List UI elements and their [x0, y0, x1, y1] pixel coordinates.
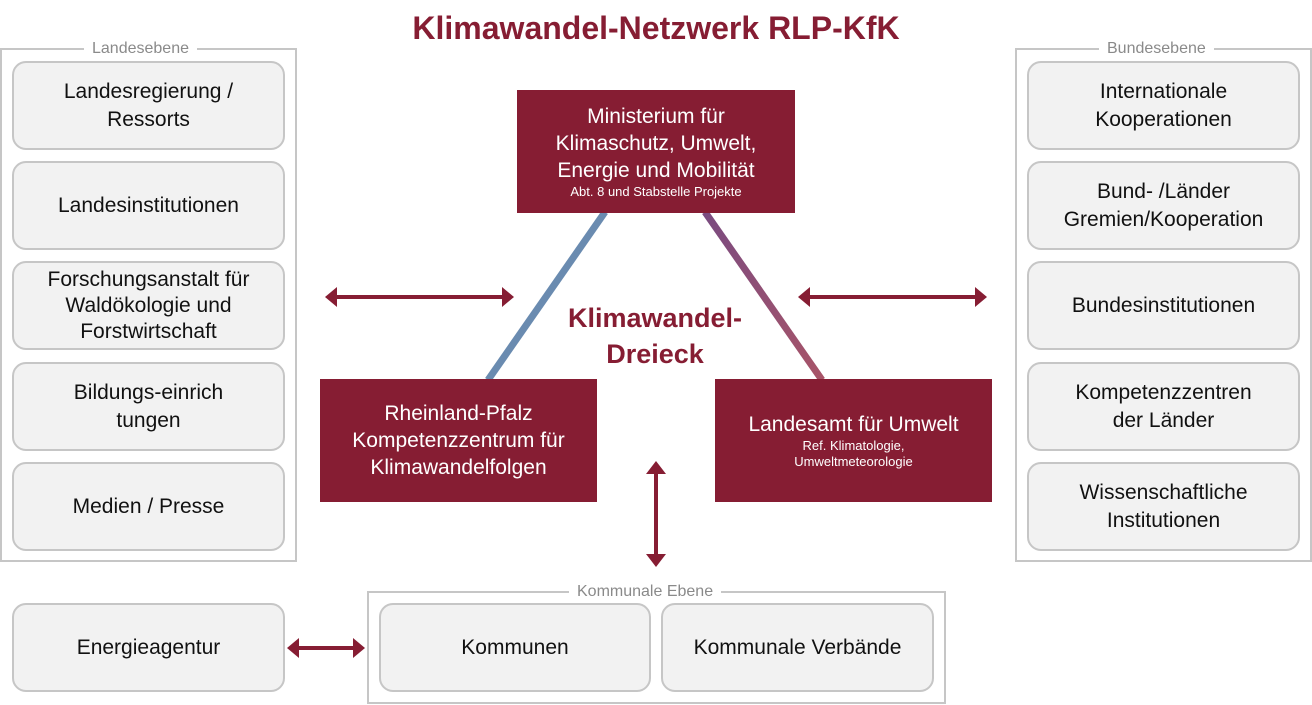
box-kommunen: Kommunen — [379, 603, 651, 692]
landesamt-sub-1: Ref. Klimatologie, — [802, 438, 905, 453]
diagram-title: Klimawandel-Netzwerk RLP-KfK — [412, 10, 900, 46]
group-label-landesebene: Landesebene — [84, 39, 197, 59]
center-label-line-2: Dreieck — [606, 339, 704, 369]
box-bund-laender-gremien: Bund- /Länder Gremien/Kooperation — [1027, 161, 1300, 250]
box-kompetenzzentrum: Rheinland-Pfalz Kompetenzzentrum für Kli… — [320, 379, 597, 502]
box-landesamt: Landesamt für Umwelt Ref. Klimatologie, … — [715, 379, 992, 502]
box-energieagentur: Energieagentur — [12, 603, 285, 692]
group-label-kommunale-ebene: Kommunale Ebene — [569, 582, 722, 602]
ministerium-name: Ministerium für Klimaschutz, Umwelt, Ene… — [555, 105, 757, 182]
box-bundesinstitutionen: Bundesinstitutionen — [1027, 261, 1300, 350]
double-arrow-left-icon — [325, 287, 514, 307]
landesamt-name: Landesamt für Umwelt — [748, 413, 959, 436]
triangle-center-label: Klimawandel- Dreieck — [540, 300, 770, 372]
box-landesinstitutionen: Landesinstitutionen — [12, 161, 285, 250]
box-internationale-kooperationen: Internationale Kooperationen — [1027, 61, 1300, 150]
box-kommunale-verbaende: Kommunale Verbände — [661, 603, 934, 692]
double-arrow-right-icon — [798, 287, 987, 307]
box-ministerium: Ministerium für Klimaschutz, Umwelt, Ene… — [517, 90, 795, 213]
double-arrow-vertical-icon — [646, 461, 666, 567]
group-label-bundesebene: Bundesebene — [1099, 39, 1214, 59]
group-kommunale-ebene: Kommunale Ebene — [367, 582, 946, 704]
ministerium-sub: Abt. 8 und Stabstelle Projekte — [570, 184, 742, 199]
box-bildungseinrichtungen: Bildungs-einrichtungen — [12, 362, 285, 451]
double-arrow-bottom-icon — [287, 638, 365, 658]
box-forschungsanstalt: Forschungsanstalt für Waldökologie und F… — [12, 261, 285, 350]
group-bundesebene: Bundesebene — [1015, 39, 1312, 562]
box-wissenschaftliche-institutionen: Wissenschaftliche Institutionen — [1027, 462, 1300, 551]
box-kompetenzzentren-laender: Kompetenzzentren der Länder — [1027, 362, 1300, 451]
triangle-edge-right — [702, 209, 825, 383]
landesamt-sub-2: Umweltmeteorologie — [794, 454, 913, 469]
box-medien-presse: Medien / Presse — [12, 462, 285, 551]
kompetenzzentrum-name: Rheinland-Pfalz Kompetenzzentrum für Kli… — [352, 402, 565, 479]
triangle-edge-left — [485, 209, 608, 383]
center-label-line-1: Klimawandel- — [567, 303, 743, 333]
group-landesebene: Landesebene — [0, 39, 297, 562]
box-landesregierung: Landesregierung / Ressorts — [12, 61, 285, 150]
